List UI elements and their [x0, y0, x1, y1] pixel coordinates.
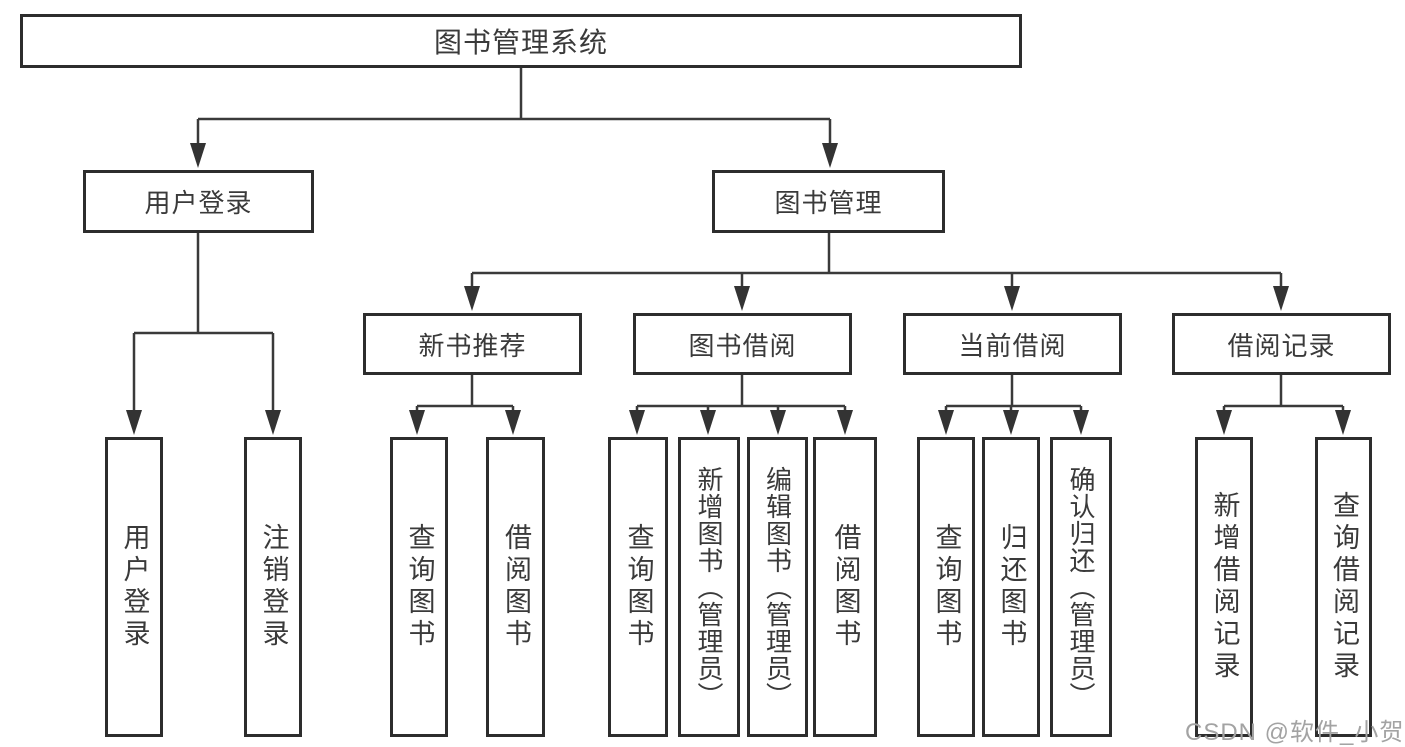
connector-new-book-rec-branch: [415, 375, 515, 412]
node-query-book-2: 查询图书: [608, 437, 668, 737]
arrowheads: [126, 143, 1351, 435]
node-user-login: 用户登录: [83, 170, 314, 233]
csdn-watermark: CSDN @软件_小贺同学: [1185, 719, 1405, 746]
node-book-mgmt: 图书管理: [712, 170, 945, 233]
node-return-book: 归还图书: [982, 437, 1040, 737]
node-borrow-book-1: 借阅图书: [486, 437, 545, 737]
connector-book-mgmt-branch: [470, 233, 1283, 288]
node-root: 图书管理系统: [20, 14, 1022, 68]
node-add-borrow-record: 新增借阅记录: [1195, 437, 1253, 737]
connector-book-borrow-branch: [635, 375, 847, 412]
node-add-book: 新增图书（管理员）: [678, 437, 740, 737]
node-confirm-return: 确认归还（管理员）: [1050, 437, 1112, 737]
node-query-book-3: 查询图书: [917, 437, 975, 737]
node-query-book-1: 查询图书: [390, 437, 448, 737]
connector-user-login-branch: [132, 233, 275, 412]
node-logout: 注销登录: [244, 437, 302, 737]
node-current-borrow: 当前借阅: [903, 313, 1122, 375]
node-borrow-records: 借阅记录: [1172, 313, 1391, 375]
connector-root-to-level2: [196, 68, 832, 146]
connector-current-borrow-branch: [944, 375, 1083, 412]
node-book-borrow: 图书借阅: [633, 313, 852, 375]
node-edit-book: 编辑图书（管理员）: [747, 437, 808, 737]
node-user-login-leaf: 用户登录: [105, 437, 163, 737]
node-query-borrow-record: 查询借阅记录: [1315, 437, 1372, 737]
node-new-book-rec: 新书推荐: [363, 313, 582, 375]
node-borrow-book-2: 借阅图书: [813, 437, 877, 737]
connector-borrow-records-branch: [1222, 375, 1345, 412]
